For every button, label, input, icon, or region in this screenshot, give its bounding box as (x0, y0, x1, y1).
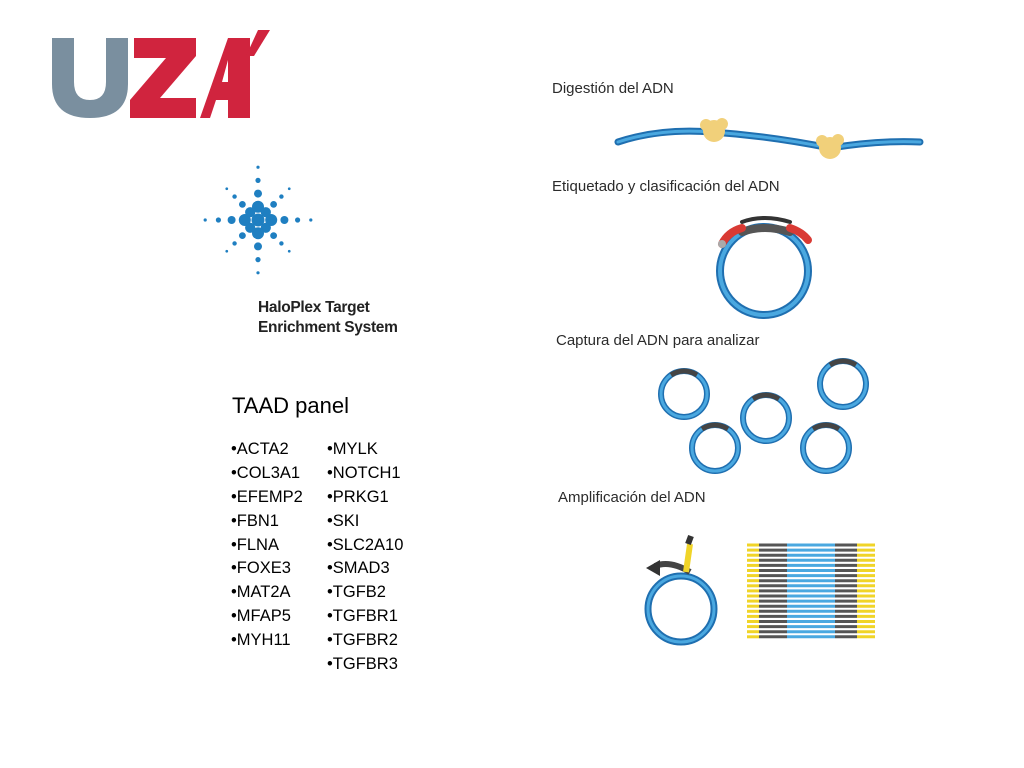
gene-item: •TGFB2 (327, 583, 386, 602)
step-label-labeling: Etiquetado y clasificación del ADN (552, 178, 780, 195)
gene-item: •EFEMP2 (231, 487, 303, 506)
gene-list-left: •ACTA2 •COL3A1 •EFEMP2 •FBN1 •FLNA •FOXE3 •MAT… (231, 438, 303, 653)
gene-item: •TGFBR2 (327, 631, 398, 650)
logo-accent (246, 30, 270, 56)
captured-dna-circle (658, 368, 710, 420)
gene-item: •SKI (327, 511, 360, 530)
restriction-enzyme (700, 118, 728, 142)
captured-dna-circle (689, 422, 741, 474)
primer (683, 543, 693, 573)
amplification-graphic (644, 534, 718, 646)
gene-item: •MFAP5 (231, 607, 291, 626)
step-label-capture: Captura del ADN para analizar (556, 332, 760, 349)
gene-item: •TGFBR3 (327, 655, 398, 674)
restriction-enzyme (816, 134, 844, 159)
gene-list-right: •MYLK •NOTCH1 •PRKG1 •SKI •SLC2A10 •SMAD3 •TGF… (327, 438, 403, 677)
panel-title: TAAD panel (232, 393, 349, 418)
uza-logo (52, 30, 270, 118)
capture-graphic (658, 358, 869, 474)
logo-letter-a (200, 38, 250, 118)
logo-letter-u (52, 38, 128, 118)
gene-item: •TGFBR1 (327, 607, 398, 626)
gene-item: •NOTCH1 (327, 463, 401, 482)
product-title: HaloPlex Target Enrichment System (258, 298, 398, 338)
step-label-digestion: Digestión del ADN (552, 80, 674, 97)
probe-red-right (786, 224, 812, 244)
product-title-line2: Enrichment System (258, 319, 398, 336)
captured-dna-circle (817, 358, 869, 410)
gene-item: •FLNA (231, 535, 279, 554)
gene-item: •FOXE3 (231, 559, 291, 578)
captured-dna-circle (740, 392, 792, 444)
gene-item: •MYH11 (231, 631, 291, 650)
gene-item: •MAT2A (231, 583, 291, 602)
probe-gray (738, 224, 794, 236)
labeling-graphic (716, 216, 812, 319)
captured-dna-circle (800, 422, 852, 474)
step-label-amplification: Amplificación del ADN (558, 489, 706, 506)
amplicon-library (747, 543, 875, 639)
agilent-spark-icon (203, 165, 313, 275)
product-title-line1: HaloPlex Target (258, 299, 370, 316)
gene-item: •FBN1 (231, 511, 279, 530)
arrow-head (646, 560, 660, 576)
digestion-graphic (614, 118, 924, 159)
gene-item: •PRKG1 (327, 487, 389, 506)
gene-item: •MYLK (327, 440, 378, 458)
gene-item: •ACTA2 (231, 440, 289, 458)
gene-item: •SLC2A10 (327, 535, 404, 554)
workflow-illustration (614, 118, 924, 646)
logo-letter-z (130, 38, 196, 118)
gene-item: •COL3A1 (231, 463, 301, 482)
gene-item: •SMAD3 (327, 559, 390, 578)
